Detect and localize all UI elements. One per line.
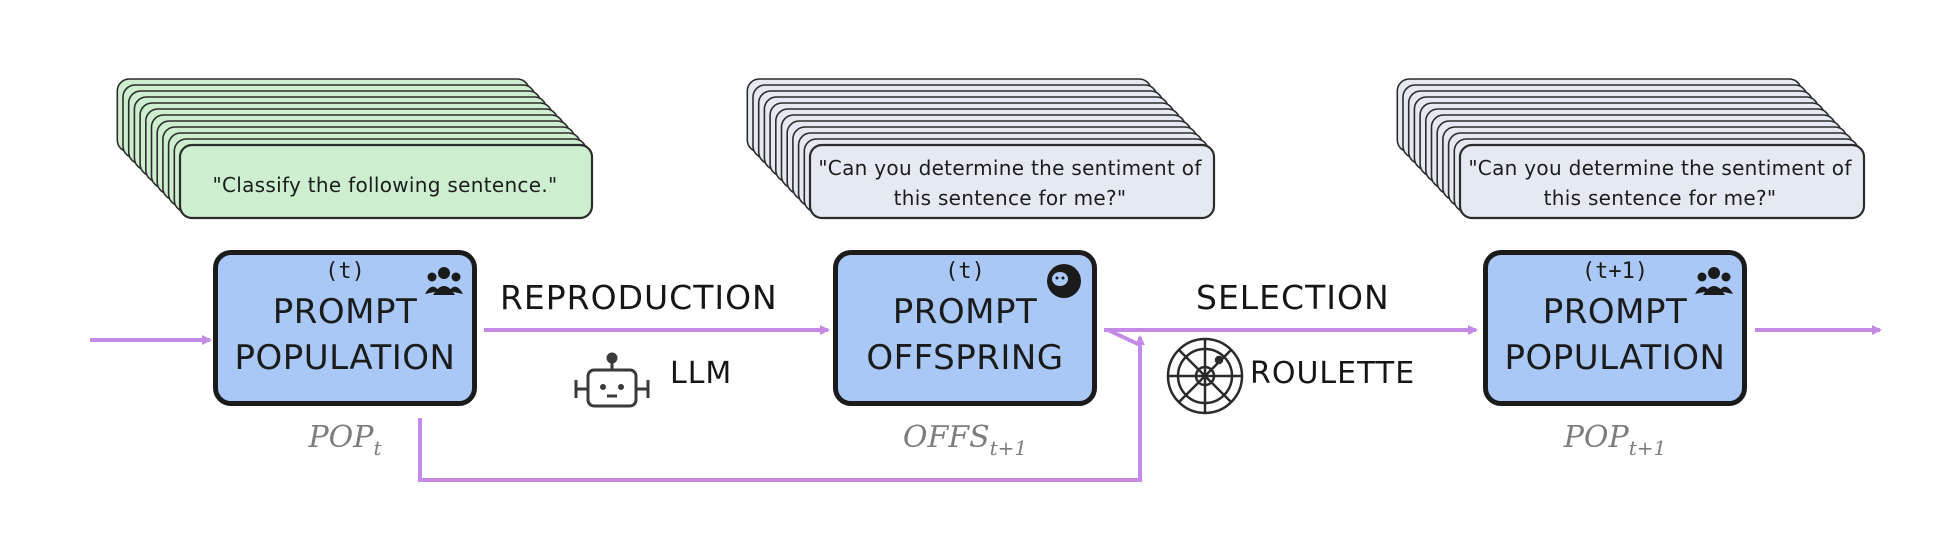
iteration-label: (t) [325, 259, 365, 284]
caption-pop-t: POPt [213, 420, 477, 460]
caption-main: POP [1563, 420, 1629, 455]
roulette-label: ROULETTE [1250, 356, 1416, 391]
prompt-stack-population-t [116, 78, 594, 220]
caption-main: POP [308, 420, 374, 455]
prompt-text-offspring: "Can you determine the sentiment of this… [818, 156, 1202, 210]
caption-subscript: t [373, 436, 382, 460]
caption-subscript: t+1 [989, 436, 1028, 460]
box-title-line2: POPULATION [1504, 338, 1726, 378]
prompt-offspring-box: (t) PROMPT OFFSPRING [833, 250, 1097, 406]
prompt-text-population-t1: "Can you determine the sentiment of this… [1468, 156, 1852, 210]
prompt-card [808, 143, 1216, 220]
roulette-wheel-icon [1166, 337, 1244, 415]
prompt-stack-population-t1 [1396, 78, 1866, 220]
prompt-population-box-t: (t) PROMPT POPULATION [213, 250, 477, 406]
flow-arrows [90, 325, 1882, 482]
robot-icon [574, 352, 650, 408]
box-title-line1: PROMPT [1542, 292, 1688, 332]
box-title-line1: PROMPT [892, 292, 1038, 332]
box-title: PROMPT OFFSPRING [838, 289, 1092, 381]
box-title-line2: POPULATION [234, 338, 456, 378]
box-title-line2: OFFSPRING [866, 338, 1064, 378]
box-title: PROMPT POPULATION [1488, 289, 1742, 381]
llm-label: LLM [670, 356, 733, 391]
box-title-line1: PROMPT [272, 292, 418, 332]
prompt-card [178, 143, 594, 220]
group-icon [1695, 267, 1733, 295]
prompt-stack-offspring [746, 78, 1216, 220]
prompt-card [1458, 143, 1866, 220]
prompt-population-box-t1: (t+1) PROMPT POPULATION [1483, 250, 1747, 406]
caption-pop-t1: POPt+1 [1483, 420, 1747, 460]
group-icon [425, 267, 463, 295]
caption-offs: OFFSt+1 [833, 420, 1097, 460]
prompt-text-population-t: "Classify the following sentence." [212, 173, 558, 197]
iteration-label: (t) [945, 259, 985, 284]
reproduction-label: REPRODUCTION [500, 278, 778, 317]
caption-main: OFFS [902, 420, 990, 455]
population-bypass-arrow [418, 335, 1145, 482]
iteration-label: (t+1) [1581, 259, 1649, 284]
selection-branch-join [1107, 328, 1141, 347]
box-title: PROMPT POPULATION [218, 289, 472, 381]
caption-subscript: t+1 [1628, 436, 1667, 460]
selection-label: SELECTION [1196, 278, 1390, 317]
baby-icon [1047, 264, 1081, 298]
